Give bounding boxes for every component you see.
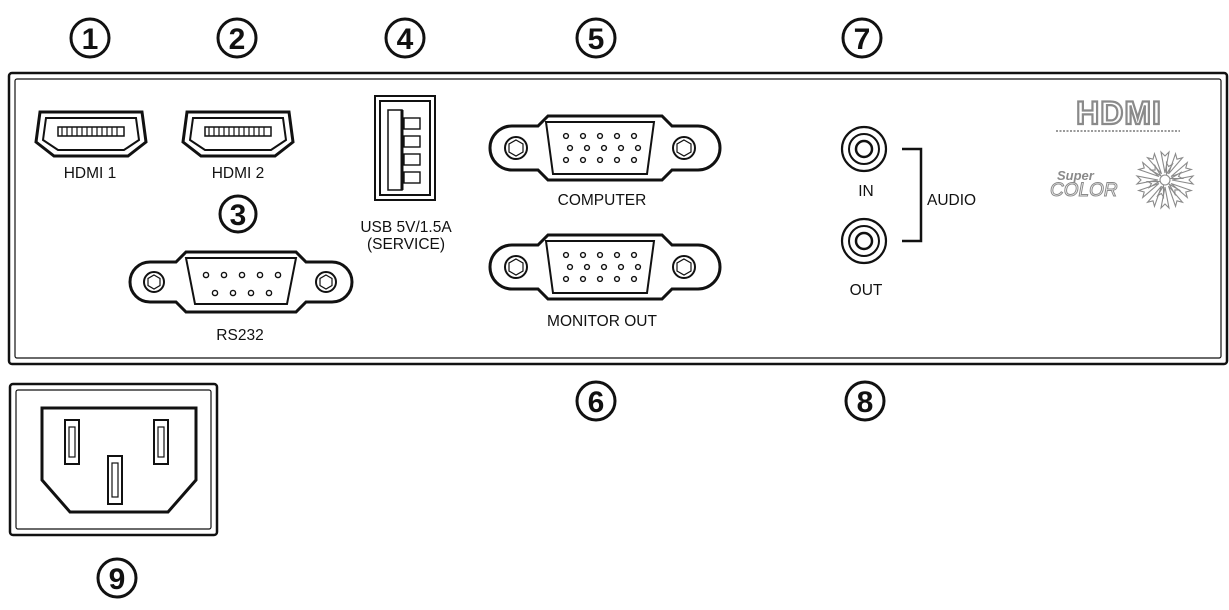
rs232-port: RS232	[128, 250, 354, 344]
callout-6-label: 6	[588, 386, 605, 419]
callout-7: 7	[841, 17, 883, 59]
monitor-out-label: MONITOR OUT	[547, 313, 657, 330]
callout-2-label: 2	[229, 23, 246, 56]
ac-power-inlet	[8, 382, 219, 537]
earth-pin	[107, 455, 123, 505]
usb-port: USB 5V/1.5A (SERVICE)	[360, 95, 452, 253]
callout-7-label: 7	[854, 23, 871, 56]
neutral-pin	[153, 419, 169, 465]
hdmi-1-port: HDMI 1	[34, 110, 148, 182]
audio-label: AUDIO	[927, 192, 976, 209]
callout-9-label: 9	[109, 563, 126, 596]
callout-8: 8	[844, 380, 886, 422]
audio-out-label: OUT	[850, 282, 883, 299]
audio-bracket: AUDIO	[902, 147, 976, 243]
super-logo-text: Super	[1057, 168, 1095, 183]
hdmi-2-label: HDMI 2	[212, 165, 265, 182]
callout-4: 4	[384, 17, 426, 59]
callout-6: 6	[575, 380, 617, 422]
callout-2: 2	[216, 17, 258, 59]
callout-1-label: 1	[82, 23, 99, 56]
line-pin	[64, 419, 80, 465]
usb-label-line2: (SERVICE)	[367, 236, 445, 253]
panel-frame	[7, 71, 1229, 366]
callout-4-label: 4	[397, 23, 414, 56]
callout-3: 3	[218, 194, 258, 234]
callout-5: 5	[575, 17, 617, 59]
callout-9: 9	[96, 557, 138, 599]
hdmi-logo-text: HDMI	[1076, 95, 1162, 131]
rs232-label: RS232	[216, 327, 263, 344]
usb-label-line1: USB 5V/1.5A	[360, 219, 452, 236]
computer-port: COMPUTER	[488, 114, 722, 209]
super-color-logo: Super COLOR	[1050, 150, 1195, 210]
hdmi-2-port: HDMI 2	[181, 110, 295, 182]
flower-icon	[1135, 150, 1195, 210]
color-logo-text: COLOR	[1050, 180, 1118, 201]
callout-3-label: 3	[230, 199, 247, 232]
callout-1: 1	[69, 17, 111, 59]
hdmi-logo: HDMI	[1056, 94, 1180, 132]
audio-out-jack: OUT	[840, 217, 888, 299]
computer-label: COMPUTER	[558, 192, 647, 209]
audio-in-jack: IN	[840, 125, 888, 200]
audio-in-label: IN	[858, 183, 874, 200]
callout-5-label: 5	[588, 23, 605, 56]
monitor-out-port: MONITOR OUT	[488, 233, 722, 330]
callout-8-label: 8	[857, 386, 874, 419]
hdmi-1-label: HDMI 1	[64, 165, 117, 182]
